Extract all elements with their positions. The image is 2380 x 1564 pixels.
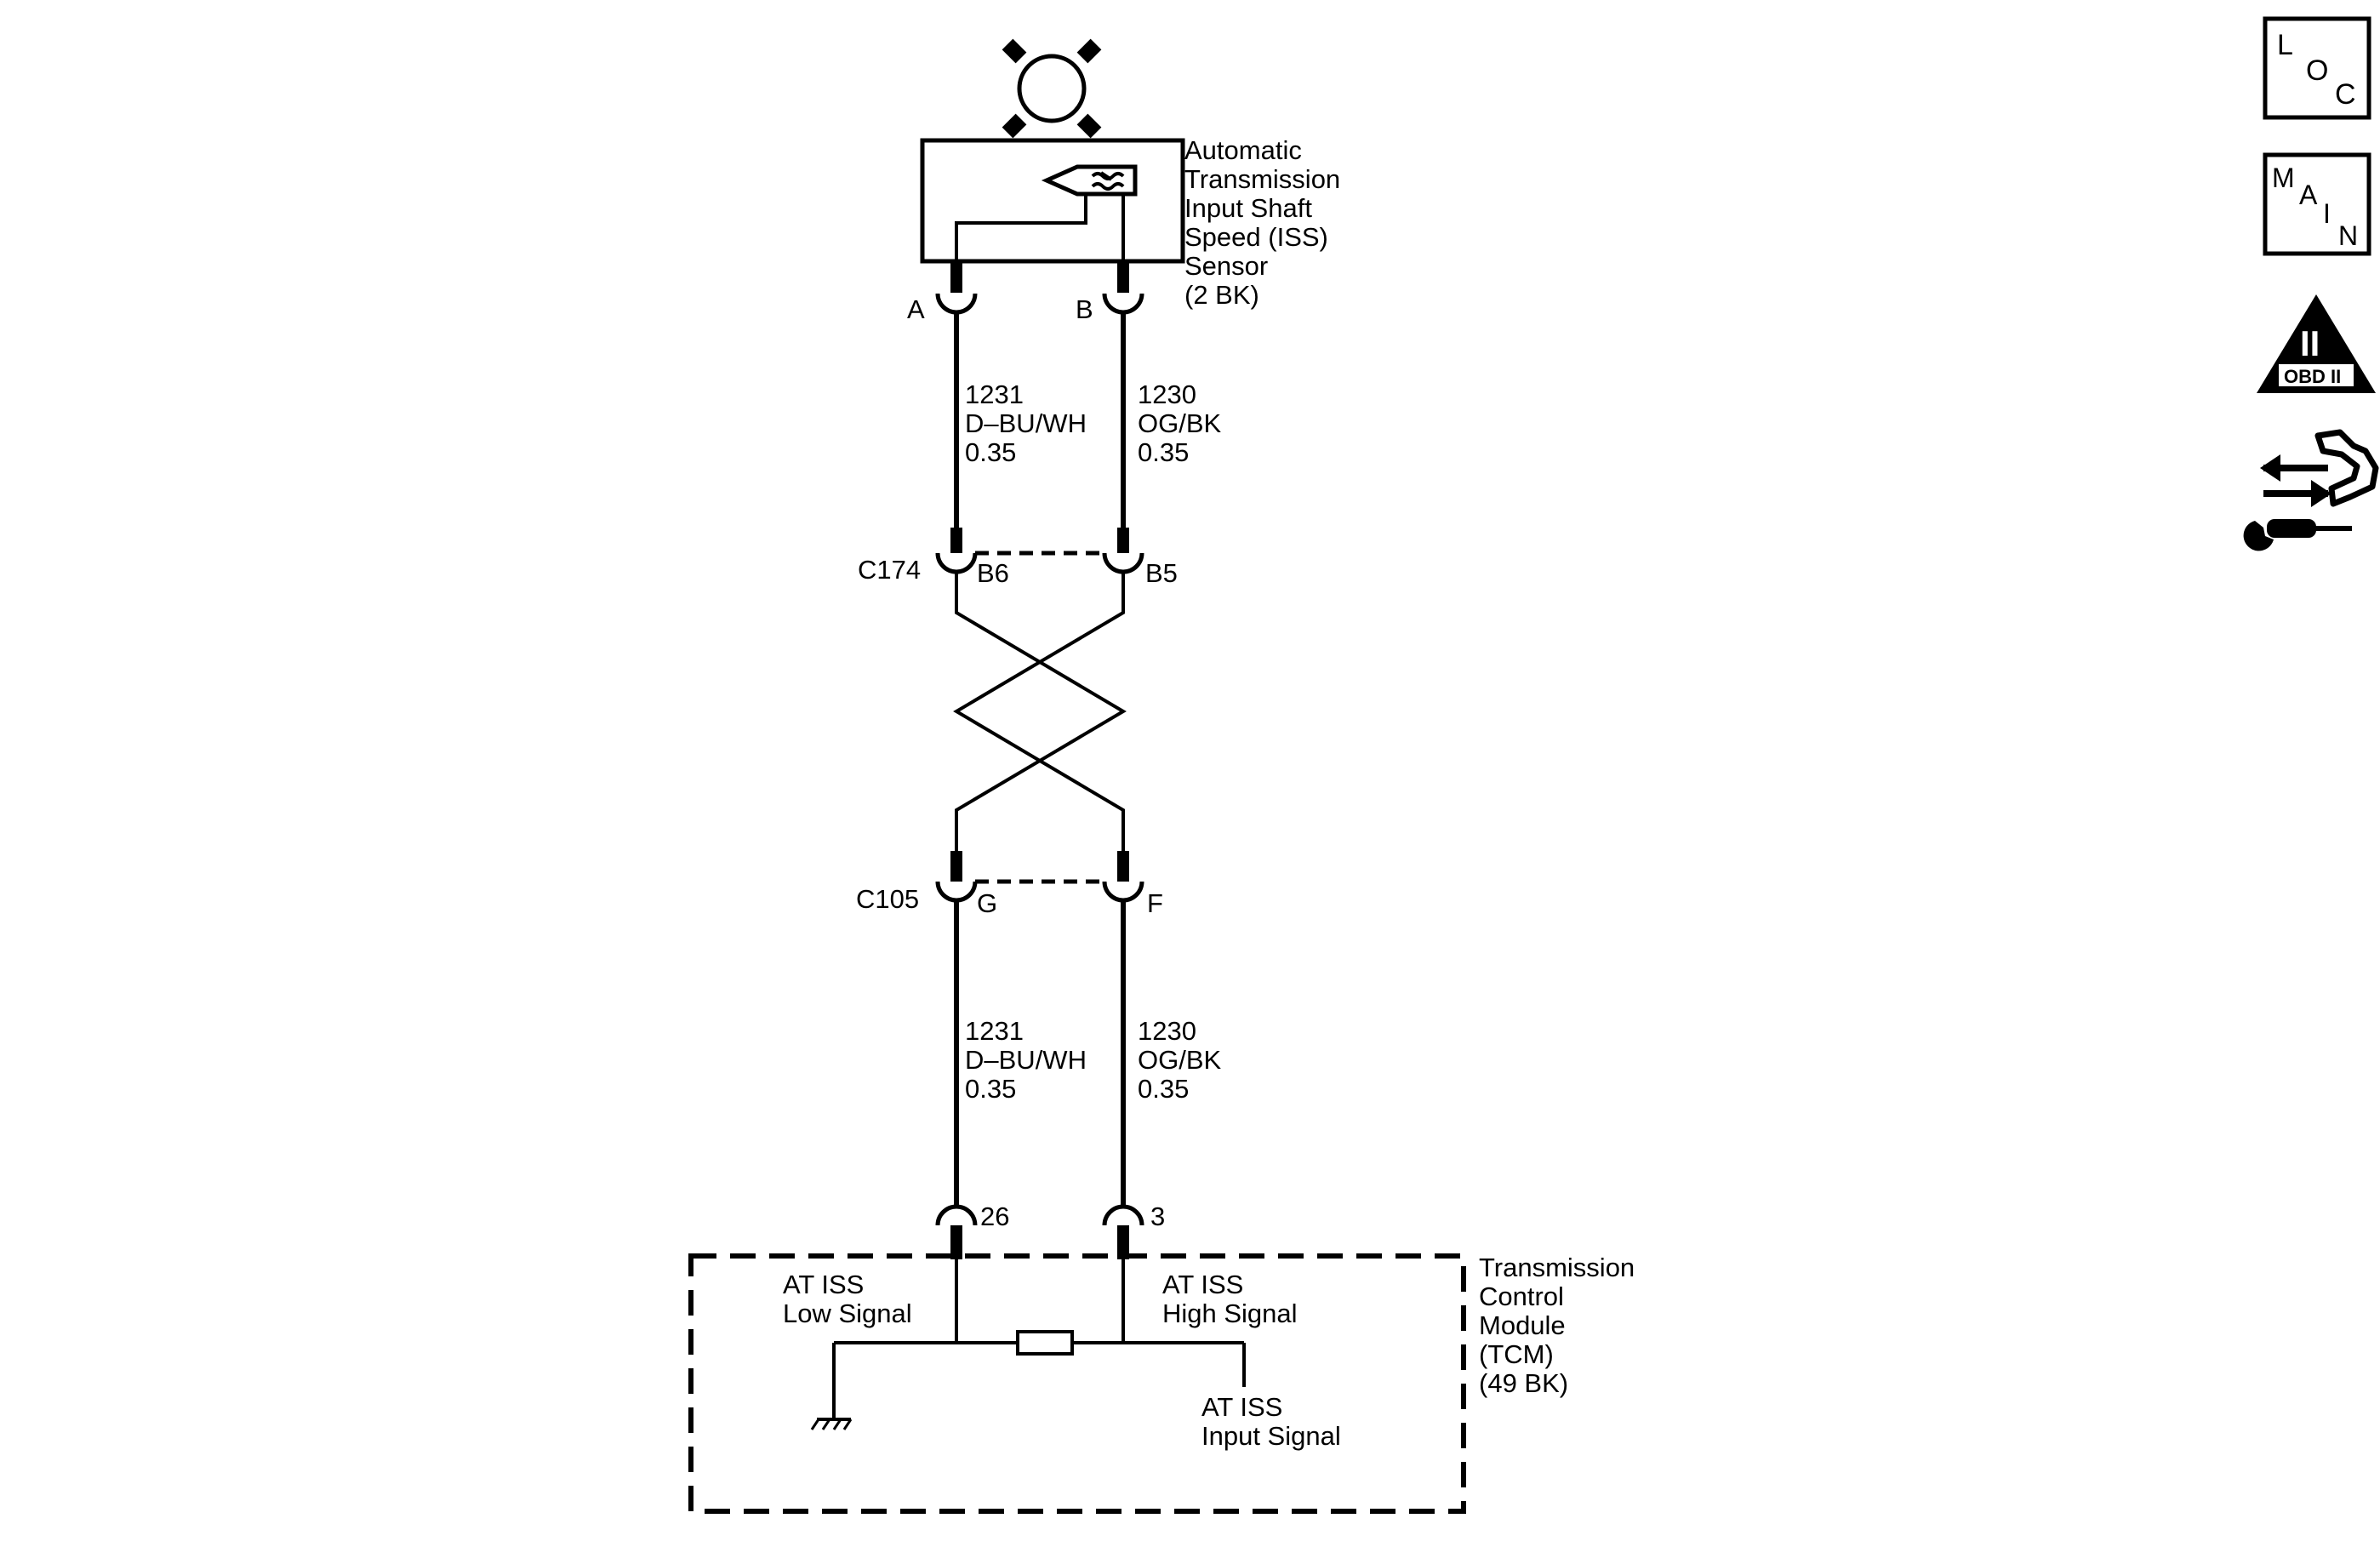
- connector-c105: C105 G F: [856, 851, 1163, 918]
- iss-sensor: Automatic Transmission Input Shaft Speed…: [907, 135, 1348, 324]
- wire-1231-lower-label: 1231 D–BU/WH 0.35: [965, 1016, 1094, 1104]
- wire-color: OG/BK: [1138, 408, 1222, 438]
- high-signal-line: High Signal: [1162, 1299, 1298, 1328]
- main-letter: N: [2338, 220, 2358, 251]
- connector-cup-g: [935, 881, 978, 903]
- resistor-icon: [1016, 1330, 1074, 1356]
- tcm-label-line: Transmission: [1479, 1253, 1635, 1282]
- ground-icon: [810, 1418, 853, 1430]
- loc-letter: L: [2277, 29, 2293, 61]
- high-signal-line: AT ISS: [1162, 1270, 1243, 1299]
- sensor-label-line: Transmission: [1184, 164, 1340, 194]
- wire-circuit: 1231: [965, 1016, 1024, 1046]
- obd-numeral: II: [2300, 323, 2320, 363]
- c105-pin-g: G: [977, 888, 997, 918]
- low-signal-line: Low Signal: [783, 1299, 912, 1328]
- wire-1231-upper-label: 1231 D–BU/WH 0.35: [965, 380, 1094, 467]
- sensor-label-line: (2 BK): [1184, 280, 1259, 310]
- tcm-pin-3-cup: [1102, 1204, 1144, 1226]
- tcm-label-line: Module: [1479, 1310, 1566, 1340]
- wire-color: D–BU/WH: [965, 1045, 1087, 1075]
- tcm-pin-3: 3: [1150, 1202, 1165, 1231]
- input-signal-line: AT ISS: [1201, 1392, 1282, 1422]
- wire-gauge: 0.35: [1138, 1074, 1189, 1104]
- input-signal-line: Input Signal: [1201, 1421, 1341, 1451]
- main-letter: A: [2299, 180, 2318, 210]
- obd-text: OBD II: [2284, 366, 2341, 387]
- main-letter: M: [2272, 163, 2295, 193]
- sensor-label-line: Automatic: [1184, 135, 1302, 165]
- c174-name: C174: [858, 555, 921, 585]
- tcm-pin-26-cup: [935, 1204, 978, 1226]
- loc-button[interactable]: L O C: [2263, 16, 2371, 120]
- wire-gauge: 0.35: [1138, 437, 1189, 467]
- low-signal-label: AT ISS Low Signal: [783, 1270, 912, 1328]
- wire-1230-lower-label: 1230 OG/BK 0.35: [1138, 1016, 1229, 1104]
- tcm-label-line: (49 BK): [1479, 1368, 1568, 1398]
- loc-letter: O: [2306, 54, 2328, 87]
- transmission-control-module: Transmission Control Module (TCM) (49 BK…: [688, 1253, 1642, 1514]
- tcm-pin-26: 26: [980, 1202, 1009, 1231]
- wire-1230-upper-label: 1230 OG/BK 0.35: [1138, 380, 1229, 467]
- wire-circuit: 1231: [965, 380, 1024, 409]
- speed-sensor-icon: [955, 164, 1138, 261]
- pin-a-label: A: [907, 294, 925, 324]
- twisted-pair-wire-left: [955, 572, 1127, 851]
- sensor-label: Automatic Transmission Input Shaft Speed…: [1184, 135, 1348, 310]
- tcm-label: Transmission Control Module (TCM) (49 BK…: [1479, 1253, 1642, 1398]
- connector-cup-f: [1102, 881, 1144, 903]
- obd-label-box: [2279, 364, 2354, 386]
- wire-color: OG/BK: [1138, 1045, 1222, 1075]
- sensor-label-line: Speed (ISS): [1184, 222, 1328, 252]
- wire-circuit: 1230: [1138, 1016, 1196, 1046]
- input-signal-label: AT ISS Input Signal: [1201, 1392, 1341, 1451]
- sensor-label-line: Sensor: [1184, 251, 1268, 281]
- wire-color: D–BU/WH: [965, 408, 1087, 438]
- component-location-icon: [1002, 38, 1102, 139]
- loc-letter: C: [2335, 78, 2356, 111]
- low-signal-line: AT ISS: [783, 1270, 864, 1299]
- pin-b-label: B: [1076, 294, 1093, 324]
- connector-cup-b6: [935, 552, 978, 574]
- connector-cup-b: [1102, 293, 1144, 315]
- connector-cup-b5: [1102, 552, 1144, 574]
- tcm-label-line: Control: [1479, 1281, 1564, 1311]
- wire-gauge: 0.35: [965, 1074, 1016, 1104]
- wire-gauge: 0.35: [965, 437, 1016, 467]
- main-button[interactable]: M A I N: [2263, 152, 2371, 256]
- c105-pin-f: F: [1147, 888, 1163, 918]
- main-letter: I: [2323, 198, 2331, 229]
- high-signal-label: AT ISS High Signal: [1162, 1270, 1298, 1328]
- c105-name: C105: [856, 884, 919, 914]
- c174-pin-b6: B6: [977, 558, 1009, 588]
- wire-circuit: 1230: [1138, 380, 1196, 409]
- c174-pin-b5: B5: [1145, 558, 1178, 588]
- connector-wrench-icon[interactable]: [2243, 429, 2379, 551]
- connector-cup-a: [935, 293, 978, 315]
- connector-c174: C174 B6 B5: [858, 528, 1178, 588]
- sensor-label-line: Input Shaft: [1184, 193, 1312, 223]
- twisted-pair-wire-right: [953, 572, 1125, 851]
- obd-ii-button[interactable]: II OBD II: [2257, 294, 2376, 393]
- tcm-label-line: (TCM): [1479, 1339, 1554, 1369]
